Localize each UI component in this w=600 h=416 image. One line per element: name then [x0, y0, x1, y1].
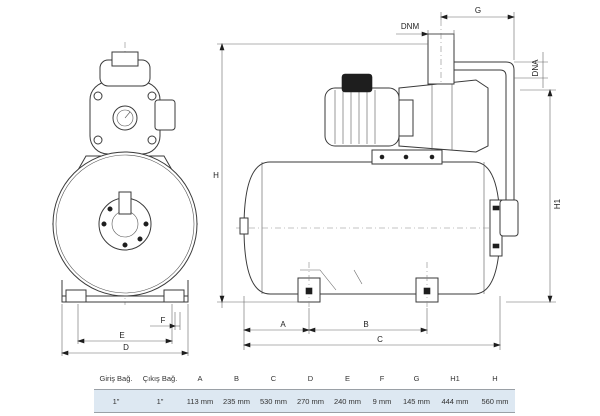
table-header-cell: B	[218, 367, 255, 390]
table-header-row: Giriş Bağ. Çıkış Bağ. A B C D E F G H1 H	[94, 367, 515, 390]
table-row: 1" 1" 113 mm 235 mm 530 mm 270 mm 240 mm…	[94, 389, 515, 413]
dim-label-g: G	[475, 6, 481, 15]
dim-label-dnm: DNM	[401, 22, 420, 31]
technical-drawing: E D F	[52, 6, 562, 356]
dim-label-h: H	[213, 171, 219, 180]
dim-label-dna: DNA	[531, 59, 540, 77]
table-cell: 9 mm	[366, 389, 398, 413]
dim-label-e: E	[119, 331, 124, 340]
table-header-cell: G	[398, 367, 435, 390]
dim-label-b: B	[363, 320, 368, 329]
table-header-cell: H	[475, 367, 515, 390]
table-cell: 270 mm	[292, 389, 329, 413]
dim-label-f: F	[161, 316, 166, 325]
front-view: E D F	[52, 42, 198, 356]
table-header-cell: A	[182, 367, 218, 390]
table-cell: 145 mm	[398, 389, 435, 413]
front-feet	[61, 280, 189, 303]
table-cell: 113 mm	[182, 389, 218, 413]
table-cell: 444 mm	[435, 389, 475, 413]
table-cell: 560 mm	[475, 389, 515, 413]
table-header-cell: Giriş Bağ.	[94, 367, 138, 390]
dim-label-c: C	[377, 335, 383, 344]
side-pump-head	[398, 79, 489, 153]
side-view: H A B C H1 DNA DNM G	[213, 6, 562, 350]
side-motor	[324, 87, 400, 147]
spec-table: Giriş Bağ. Çıkış Bağ. A B C D E F G H1 H…	[94, 367, 515, 413]
table-cell: 1"	[138, 389, 182, 413]
table-header-cell: Çıkış Bağ.	[138, 367, 182, 390]
dim-label-a: A	[280, 320, 286, 329]
table-header-cell: F	[366, 367, 398, 390]
dim-label-h1: H1	[553, 198, 562, 209]
table-header-cell: C	[255, 367, 292, 390]
table-cell: 530 mm	[255, 389, 292, 413]
table-cell: 240 mm	[329, 389, 366, 413]
table-header-cell: H1	[435, 367, 475, 390]
dim-label-d: D	[123, 343, 129, 352]
table-cell: 1"	[94, 389, 138, 413]
table-header-cell: D	[292, 367, 329, 390]
table-header-cell: E	[329, 367, 366, 390]
return-pipe	[454, 61, 515, 214]
table-cell: 235 mm	[218, 389, 255, 413]
